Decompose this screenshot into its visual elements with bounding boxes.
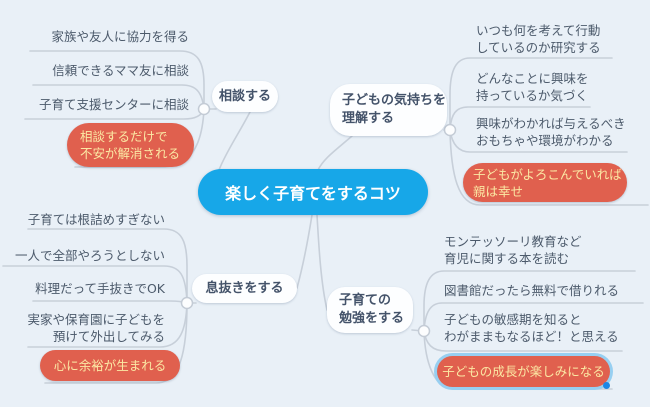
- connector-root-consult: [218, 111, 251, 171]
- highlight-node[interactable]: 心に余裕が生まれる: [40, 350, 180, 381]
- connector-leaf: [2, 265, 188, 304]
- leaf-node[interactable]: 料理だって手抜きでOK: [35, 281, 165, 296]
- leaf-node[interactable]: 実家や保育園に子どもを 預けて外出してみる: [27, 312, 165, 344]
- branch-node-understand-feelings[interactable]: 子どもの気持ちを 理解する: [330, 84, 447, 136]
- branch-node-take-break[interactable]: 息抜きをする: [192, 274, 297, 303]
- leaf-node[interactable]: 子どもの敏感期を知ると わがままもなるほど！と思える: [444, 312, 619, 344]
- selection-handle[interactable]: [603, 382, 610, 389]
- branch-node-consult[interactable]: 相談する: [212, 81, 278, 112]
- leaf-node[interactable]: 興味がわかれば与えるべき おもちゃや環境がわかる: [476, 116, 626, 148]
- collapse-toggle[interactable]: [417, 324, 431, 338]
- leaf-node[interactable]: 子育ては根詰めすぎない: [27, 212, 165, 227]
- leaf-node[interactable]: 家族や友人に協力を得る: [51, 29, 189, 44]
- leaf-node[interactable]: いつも何を考えて行動 しているのか研究する: [476, 23, 601, 55]
- connector-leaf: [423, 270, 636, 332]
- branch-node-study-parenting[interactable]: 子育ての 勉強をする: [327, 287, 413, 333]
- connector-leaf: [423, 330, 613, 390]
- connector-leaf: [449, 129, 649, 206]
- connector-root-understand: [317, 135, 353, 171]
- highlight-node[interactable]: 相談するだけで 不安が解消される: [67, 123, 194, 167]
- collapse-toggle[interactable]: [197, 102, 211, 116]
- leaf-node[interactable]: モンテッソーリ教育など 育児に関する本を読む: [444, 234, 582, 266]
- connector-root-study: [316, 214, 328, 311]
- leaf-node[interactable]: 一人で全部やろうとしない: [14, 248, 165, 263]
- leaf-node[interactable]: 信頼できるママ友に相談: [52, 63, 189, 78]
- connector-leaf: [29, 50, 205, 110]
- collapse-toggle[interactable]: [443, 123, 457, 137]
- root-node[interactable]: 楽しく子育てをするコツ: [198, 169, 428, 215]
- highlight-node[interactable]: 子どもがよろこんでいれば 親は幸せ: [463, 163, 627, 202]
- connector-leaf: [27, 228, 188, 304]
- collapse-toggle[interactable]: [180, 296, 194, 310]
- highlight-node-selected[interactable]: 子どもの成長が楽しみになる: [437, 356, 610, 387]
- connector-leaf: [449, 57, 613, 131]
- leaf-node[interactable]: どんなことに興味を 持っているか気づく: [476, 71, 589, 103]
- leaf-node[interactable]: 子育て支援センターに相談: [38, 97, 189, 112]
- connector-leaf: [32, 300, 188, 304]
- connector-root-break: [296, 214, 313, 289]
- leaf-node[interactable]: 図書館だったら無料で借りれる: [444, 283, 620, 298]
